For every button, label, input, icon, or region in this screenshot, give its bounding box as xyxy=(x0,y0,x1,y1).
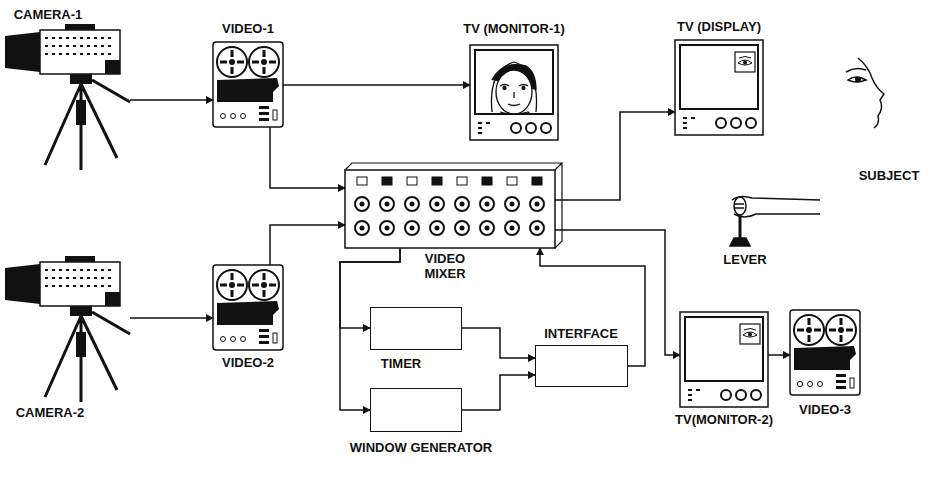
node-label: VIDEO-1 xyxy=(222,22,274,37)
timer-box: TIMER xyxy=(370,307,462,350)
video-mixer: VIDEO MIXER xyxy=(345,170,555,248)
node-label: VIDEO-2 xyxy=(222,356,274,371)
lever-label: LEVER xyxy=(723,252,766,267)
tv-display: TV (DISPLAY) xyxy=(675,40,763,135)
tv-monitor: TV(MONITOR-2) xyxy=(680,312,768,407)
camera: CAMERA-1 xyxy=(5,28,130,170)
node-label: CAMERA-1 xyxy=(14,8,83,23)
signal-connector xyxy=(130,99,213,101)
node-label: VIDEO MIXER xyxy=(414,252,476,282)
video-recorder: VIDEO-1 xyxy=(213,42,283,127)
camera: CAMERA-2 xyxy=(5,262,130,402)
node-label: TIMER xyxy=(381,357,421,372)
signal-connector xyxy=(768,354,790,356)
window-generator-box: WINDOW GENERATOR xyxy=(370,388,462,432)
node-label: VIDEO-3 xyxy=(799,403,851,418)
signal-connector xyxy=(540,248,645,366)
signal-connector xyxy=(270,127,345,188)
signal-connector xyxy=(270,225,345,265)
tv-monitor: TV (MONITOR-1) xyxy=(470,45,558,140)
signal-connector xyxy=(555,112,675,200)
node-label: TV (MONITOR-1) xyxy=(463,22,565,37)
signal-connector xyxy=(462,375,535,410)
node-label: CAMERA-2 xyxy=(16,406,85,421)
interface-box: INTERFACE xyxy=(535,345,628,387)
video-recorder: VIDEO-2 xyxy=(213,265,283,350)
signal-connector xyxy=(462,328,535,358)
subject-label: SUBJECT xyxy=(859,168,920,183)
signal-connector xyxy=(283,84,470,86)
node-label: TV (DISPLAY) xyxy=(677,20,761,35)
signal-connector xyxy=(130,317,213,319)
video-recorder: VIDEO-3 xyxy=(790,310,860,395)
node-label: TV(MONITOR-2) xyxy=(675,413,773,428)
node-label: WINDOW GENERATOR xyxy=(350,441,493,456)
node-label: INTERFACE xyxy=(544,327,618,342)
